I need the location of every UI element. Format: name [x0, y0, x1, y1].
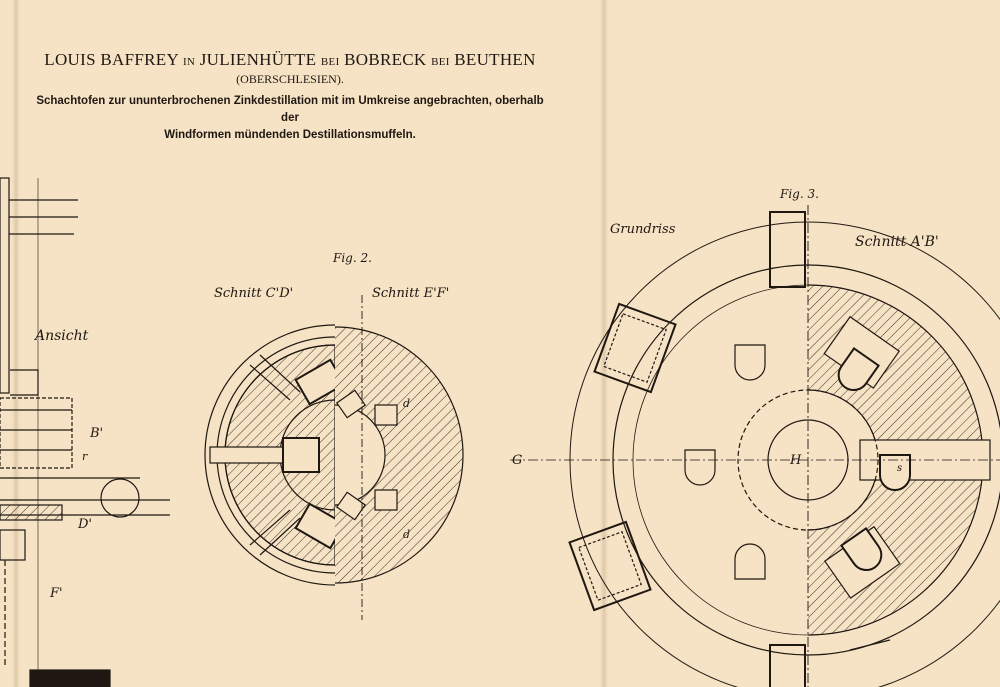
- fig2-mark-d2: d: [403, 528, 410, 541]
- fig3-mark-s: s: [897, 463, 902, 474]
- fig2-label: Fig. 2.: [332, 251, 372, 265]
- fig2-left-section: Schnitt C'D': [214, 286, 293, 301]
- region: (OBERSCHLESIEN).: [236, 72, 344, 86]
- paper-fold: [12, 0, 20, 687]
- fig3-mark-h: H: [789, 453, 802, 468]
- fig3-section-label: Schnitt A'B': [855, 234, 939, 250]
- fig3-plan-label: Grundriss: [610, 222, 676, 237]
- patent-holder: LOUIS BAFFREY IN JULIENHÜTTE BEI BOBRECK…: [44, 50, 536, 69]
- mark-b: B': [89, 426, 103, 441]
- mark-r: r: [82, 450, 88, 463]
- fig3-mark-g: G: [512, 453, 522, 468]
- fig2-right-section: Schnitt E'F': [372, 286, 449, 301]
- label-ansicht: Ansicht: [33, 328, 89, 344]
- fig2-mark-d1: d: [403, 397, 410, 410]
- patent-title: Schachtofen zur ununterbrochenen Zinkdes…: [36, 95, 544, 141]
- fig3-plan-section: [510, 205, 1000, 687]
- mark-d: D': [77, 517, 92, 532]
- fig1-elevation: [0, 177, 170, 687]
- fig2-sections: [204, 295, 464, 620]
- fig3-label: Fig. 3.: [779, 187, 819, 201]
- mark-f: F': [49, 586, 63, 601]
